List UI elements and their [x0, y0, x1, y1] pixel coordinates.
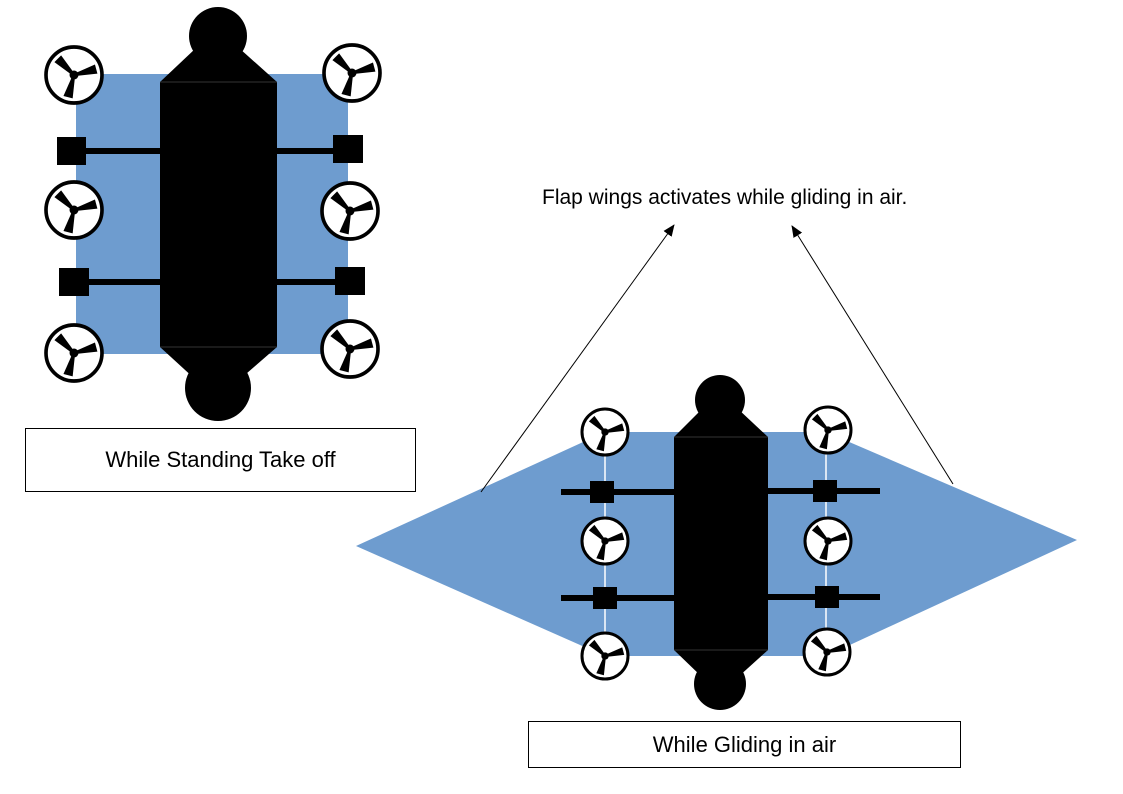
standing-drone	[57, 7, 365, 421]
gliding-motor-left-upper	[590, 481, 614, 503]
standing-fuselage	[160, 48, 277, 380]
rotor-blade	[63, 209, 76, 234]
rotor-blade	[826, 643, 847, 653]
standing-motor-right-upper	[333, 135, 363, 163]
flap-wing-annotation: Flap wings activates while gliding in ai…	[542, 186, 908, 209]
standing-arm-right-upper	[270, 148, 340, 154]
rotor-hub	[347, 68, 357, 78]
rotor-hub	[824, 426, 832, 434]
rotor-hub	[345, 344, 355, 354]
rotor-blade	[349, 200, 374, 213]
rotor-hub	[69, 348, 79, 358]
rotor-hub	[69, 205, 79, 215]
gliding-rotor-right-front-icon	[803, 405, 853, 455]
standing-rotor-left-rear-icon	[44, 323, 104, 383]
standing-caption-box: While Standing Take off	[25, 428, 416, 492]
gliding-fuselage	[674, 408, 768, 678]
rotor-blade	[596, 655, 606, 676]
rotor-blade	[827, 532, 848, 542]
standing-rotor-left-front-icon	[44, 45, 104, 105]
gliding-tail	[694, 658, 746, 710]
rotor-hub	[69, 70, 79, 80]
rotor-blade	[54, 190, 75, 211]
rotor-blade	[818, 651, 828, 672]
rotor-blade	[330, 329, 351, 350]
standing-nose	[189, 7, 247, 65]
standing-arm-left-lower	[85, 279, 165, 285]
rotor-blade	[63, 352, 76, 377]
gliding-motor-right-upper	[813, 480, 837, 502]
rotor-blade	[54, 333, 75, 354]
rotor-hub	[823, 648, 831, 656]
gliding-rotor-left-middle-icon	[580, 516, 630, 566]
rotor-blade	[73, 64, 98, 77]
rotor-blade	[330, 191, 351, 212]
rotor-blade	[54, 55, 75, 76]
rotor-blade	[810, 635, 828, 653]
rotor-hub	[601, 652, 609, 660]
standing-motor-left-upper	[57, 137, 86, 165]
standing-rotor-right-rear-icon	[320, 319, 380, 379]
standing-caption: While Standing Take off	[105, 447, 336, 472]
gliding-rotor-right-middle-icon	[803, 516, 853, 566]
rotor-blade	[588, 415, 606, 433]
rotor-hub	[824, 537, 832, 545]
annotation-arrow-right	[791, 225, 954, 485]
rotor-blade	[588, 639, 606, 657]
gliding-rotor-left-rear-icon	[580, 631, 630, 681]
rotor-blade	[73, 342, 98, 355]
gliding-motor-right-lower	[815, 586, 839, 608]
gliding-caption: While Gliding in air	[652, 731, 837, 757]
standing-rotor-right-middle-icon	[320, 181, 380, 241]
rotor-hub	[345, 206, 355, 216]
rotor-blade	[349, 338, 374, 351]
rotor-blade	[819, 429, 829, 450]
gliding-rotor-right-rear-icon	[802, 627, 852, 677]
standing-arm-left-upper	[85, 148, 165, 154]
rotor-blade	[341, 72, 354, 97]
gliding-caption-box: While Gliding in air	[528, 721, 961, 768]
standing-rotor-left-middle-icon	[44, 180, 104, 240]
rotor-hub	[601, 428, 609, 436]
rotor-blade	[339, 210, 352, 235]
rotor-blade	[596, 431, 606, 452]
gliding-motor-left-lower	[593, 587, 617, 609]
rotor-blade	[604, 423, 625, 433]
gliding-arm-left-upper	[561, 489, 681, 495]
rotor-blade	[811, 413, 829, 431]
rotor-layer	[44, 43, 853, 681]
rotor-blade	[339, 348, 352, 373]
rotor-blade	[819, 540, 829, 561]
gliding-wing-right	[826, 432, 1077, 656]
rotor-blade	[827, 421, 848, 431]
gliding-nose	[695, 375, 745, 425]
annotation-arrow-left	[480, 224, 675, 493]
rotor-hub	[601, 537, 609, 545]
rotor-blade	[604, 532, 625, 542]
gliding-wing-left	[356, 432, 605, 656]
standing-motor-right-lower	[335, 267, 365, 295]
standing-arm-right-lower	[270, 279, 340, 285]
rotor-blade	[588, 524, 606, 542]
rotor-blade	[332, 53, 353, 74]
rotor-blade	[73, 199, 98, 212]
gliding-arm-left-lower	[561, 595, 681, 601]
standing-tail	[185, 355, 251, 421]
gliding-rotor-left-front-icon	[580, 407, 630, 457]
rotor-blade	[811, 524, 829, 542]
rotor-blade	[604, 647, 625, 657]
standing-rotor-right-front-icon	[322, 43, 382, 103]
rotor-blade	[596, 540, 606, 561]
standing-motor-left-lower	[59, 268, 89, 296]
rotor-blade	[63, 74, 76, 99]
rotor-blade	[351, 62, 376, 75]
gliding-drone	[356, 375, 1077, 710]
